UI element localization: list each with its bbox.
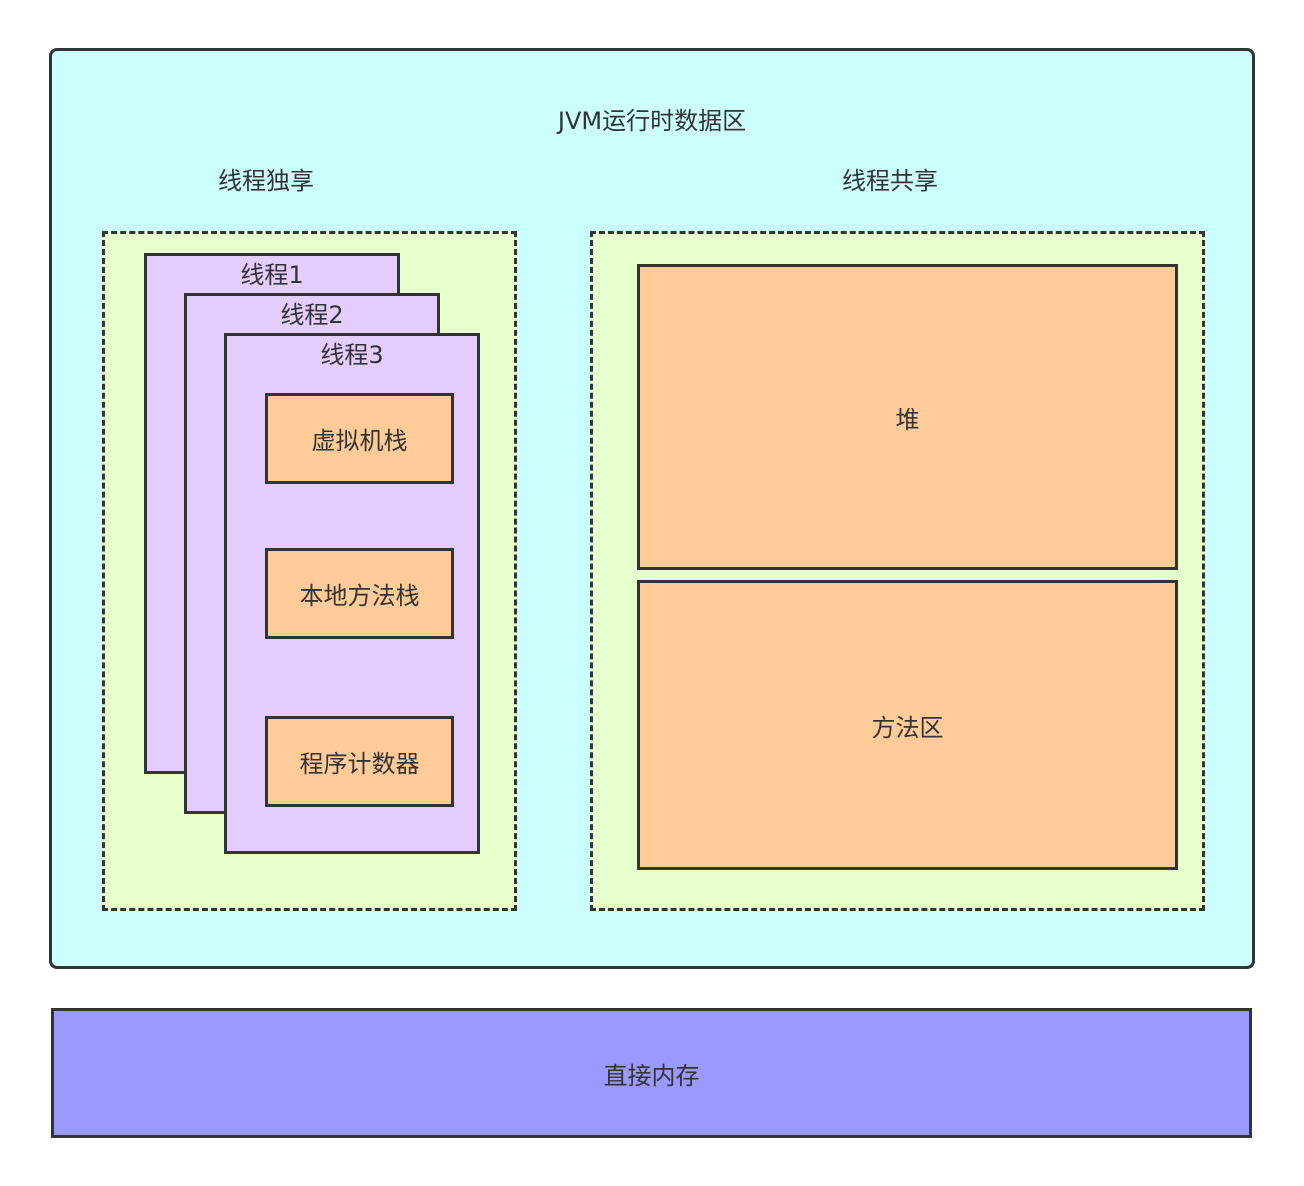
heap-box: 堆 [637, 264, 1178, 570]
thread-private-heading: 线程独享 [218, 167, 314, 195]
thread-2-label: 线程2 [280, 301, 344, 329]
direct-memory-label: 直接内存 [603, 1061, 700, 1090]
thread-3-label: 线程3 [320, 341, 384, 369]
direct-memory-box: 直接内存 [51, 1008, 1252, 1138]
native-method-stack-box: 本地方法栈 [265, 548, 454, 639]
program-counter-box: 程序计数器 [265, 716, 454, 807]
program-counter-label: 程序计数器 [299, 750, 420, 778]
method-area-box: 方法区 [637, 580, 1178, 870]
jvm-area-title: JVM运行时数据区 [557, 107, 747, 135]
thread-shared-heading: 线程共享 [842, 167, 938, 195]
method-area-label: 方法区 [871, 713, 944, 742]
thread-1-label: 线程1 [240, 261, 304, 289]
vm-stack-box: 虚拟机栈 [265, 393, 454, 484]
vm-stack-label: 虚拟机栈 [311, 427, 408, 455]
native-method-stack-label: 本地方法栈 [299, 582, 420, 610]
heap-label: 堆 [895, 405, 920, 434]
